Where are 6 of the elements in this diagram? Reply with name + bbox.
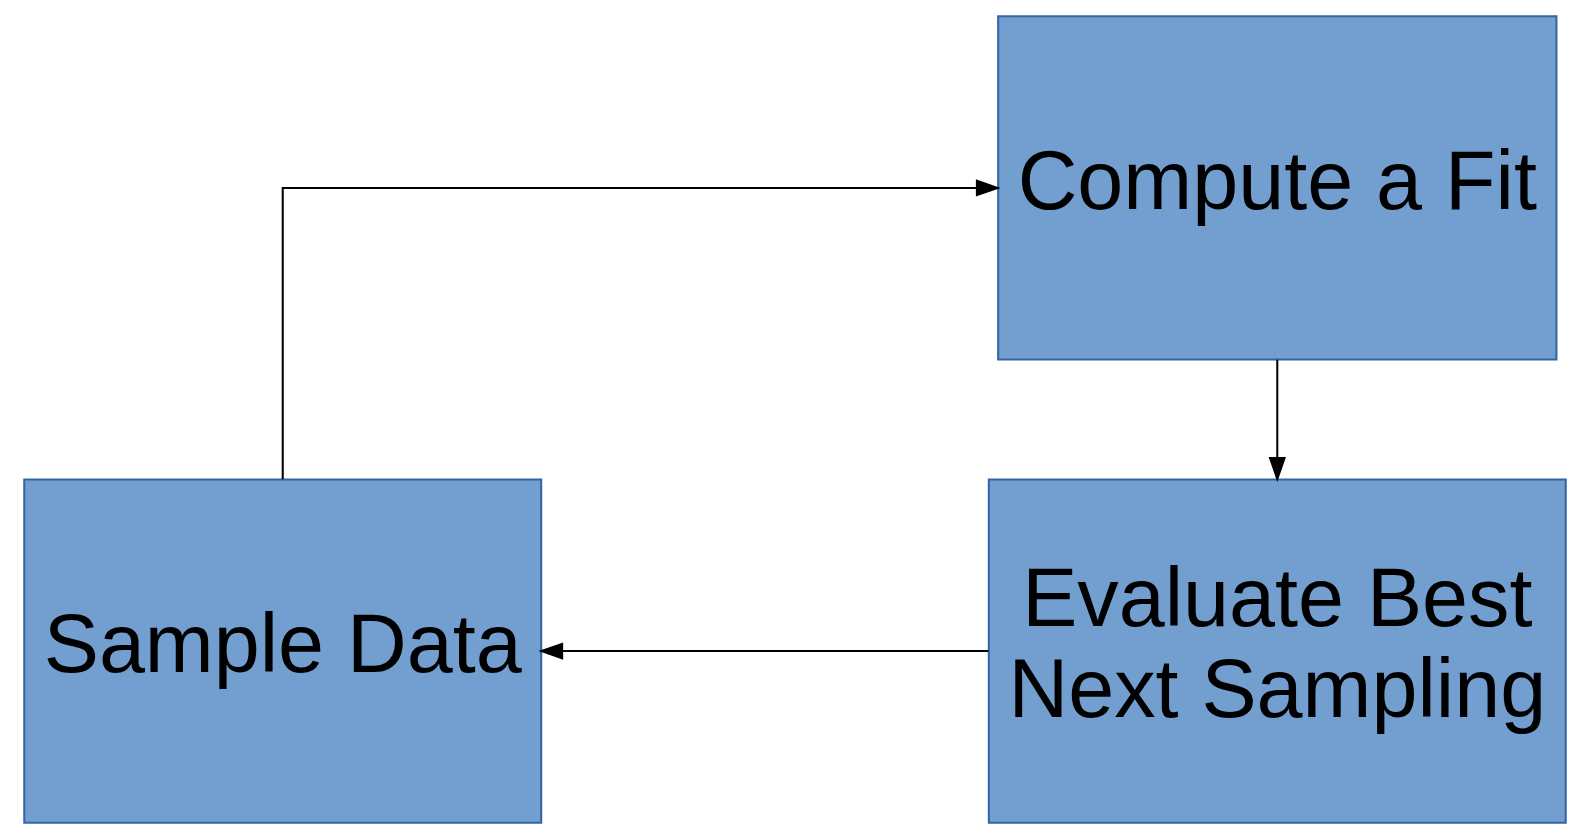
arrow — [1268, 359, 1286, 482]
node-box: Evaluate Best Next Sampling — [987, 478, 1567, 824]
arrow — [281, 179, 1001, 480]
node-box: Sample Data — [23, 478, 543, 824]
arrow — [538, 642, 989, 660]
node-box: Compute a Fit — [997, 15, 1558, 361]
